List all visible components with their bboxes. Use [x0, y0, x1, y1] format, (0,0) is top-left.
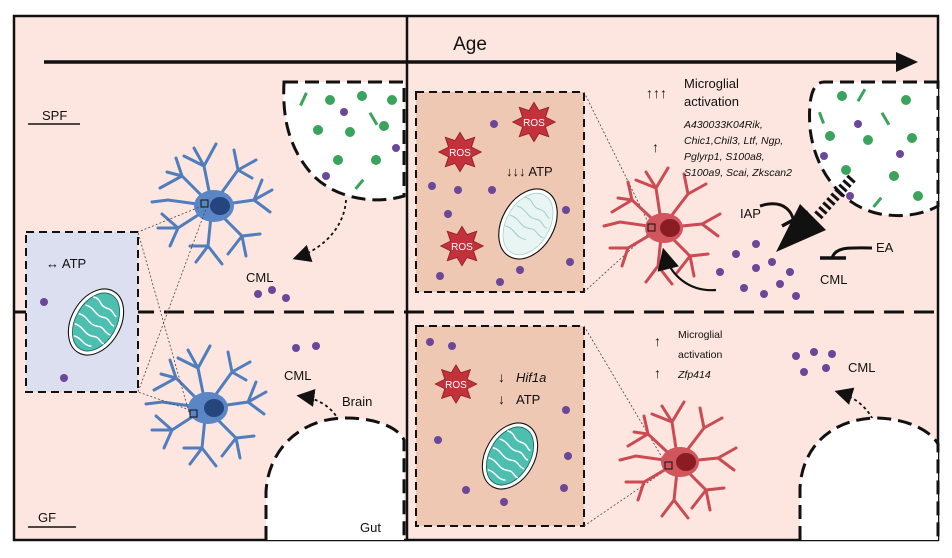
spf-aged-activation-label-2: activation	[684, 94, 739, 109]
spf-young-cml-arrow	[292, 199, 347, 262]
gf-aged-activation-arrow: ↑	[654, 333, 661, 349]
gf-aged-hif-arrow: ↓	[498, 369, 505, 385]
spf-aged-iap-curve	[759, 202, 796, 227]
spf-young-atp-label: ↔ ATP	[46, 256, 86, 271]
zoom-line	[137, 205, 208, 393]
zoom-line	[583, 469, 667, 527]
gf-aged-activation-label-2: activation	[678, 349, 723, 361]
spf-aged-ea-label: EA	[876, 240, 894, 255]
gf-aged-activation-label-1: Microglial	[678, 329, 722, 341]
spf-label: SPF	[42, 108, 67, 123]
zoom-line	[583, 231, 651, 293]
gf-aged-inset	[415, 325, 585, 527]
cml-dot	[60, 374, 68, 382]
zoom-line	[583, 91, 651, 227]
spf-aged-activation-arrows: ↑↑↑	[646, 85, 667, 101]
inhibition-bar-icon	[781, 210, 809, 228]
spf-aged-cml-dots	[716, 240, 800, 300]
spf-aged-ros-label-1: ROS	[449, 148, 471, 159]
gf-aged-cml-label: CML	[848, 360, 875, 375]
gf-aged-hif-label: Hif1a	[516, 370, 546, 385]
zoom-line	[137, 391, 191, 411]
arrow-right-icon	[896, 52, 918, 72]
spf-aged-ros-label-3: ROS	[451, 242, 473, 253]
gf-young-gut	[264, 416, 406, 540]
spf-aged-zoom-box	[647, 223, 656, 232]
spf-young-zoom-box	[200, 199, 209, 208]
spf-young-cml-label: CML	[246, 270, 273, 285]
gf-young-zoom-box	[189, 409, 198, 418]
spf-young-cml-dots	[254, 286, 290, 302]
spf-aged-gene-line: A430033K04Rik,	[683, 119, 763, 131]
spf-aged-cml-label: CML	[820, 272, 847, 287]
age-label: Age	[453, 34, 487, 55]
gf-young-cml-label: CML	[284, 368, 311, 383]
gf-young-cml-dots	[292, 342, 320, 352]
spf-aged-ea-curve	[830, 246, 873, 259]
spf-aged-inset-cml-dots	[428, 120, 574, 286]
zoom-line	[137, 205, 203, 233]
cml-dot	[40, 298, 48, 306]
spf-aged-activation-label-1: Microglial	[684, 76, 739, 91]
gut-label: Gut	[360, 520, 381, 535]
gf-aged-inset-cml-dots	[426, 338, 572, 506]
spf-aged-ros-label-2: ROS	[523, 118, 545, 129]
spf-aged-cml-arrow	[657, 247, 717, 292]
bacteria-icon	[299, 91, 400, 190]
brain-label: Brain	[342, 394, 372, 409]
spf-young-gut	[282, 80, 406, 202]
spf-aged-atp-label: ↓↓↓ ATP	[506, 164, 553, 179]
gf-label: GF	[38, 510, 56, 525]
gf-aged-atp-label: ATP	[516, 392, 540, 407]
spf-aged-gene-line: Pglyrp1, S100a8,	[684, 151, 765, 163]
spf-aged-iap-label: IAP	[740, 206, 761, 221]
gf-aged-cml-dots	[792, 348, 836, 376]
zoom-line	[583, 325, 667, 465]
spf-aged-striped-arrow	[776, 174, 856, 252]
gf-aged-gut	[798, 416, 940, 540]
gf-aged-zfp-label: Zfp414	[677, 369, 711, 381]
spf-aged-inset	[415, 91, 585, 293]
spf-aged-gene-line: S100a9, Scai, Zkscan2	[684, 167, 792, 179]
spf-aged-gene-line: Chic1,Chil3, Ltf, Ngp,	[684, 135, 783, 147]
spf-aged-genes-arrow: ↑	[652, 139, 659, 155]
bacteria-icon	[818, 88, 923, 208]
spf-aged-gut	[808, 80, 940, 218]
gf-aged-ros-label: ROS	[445, 380, 467, 391]
gf-aged-atp-arrow: ↓	[498, 391, 505, 407]
gf-aged-zoom-box	[664, 461, 673, 470]
gf-aged-zfp-arrow: ↑	[654, 365, 661, 381]
